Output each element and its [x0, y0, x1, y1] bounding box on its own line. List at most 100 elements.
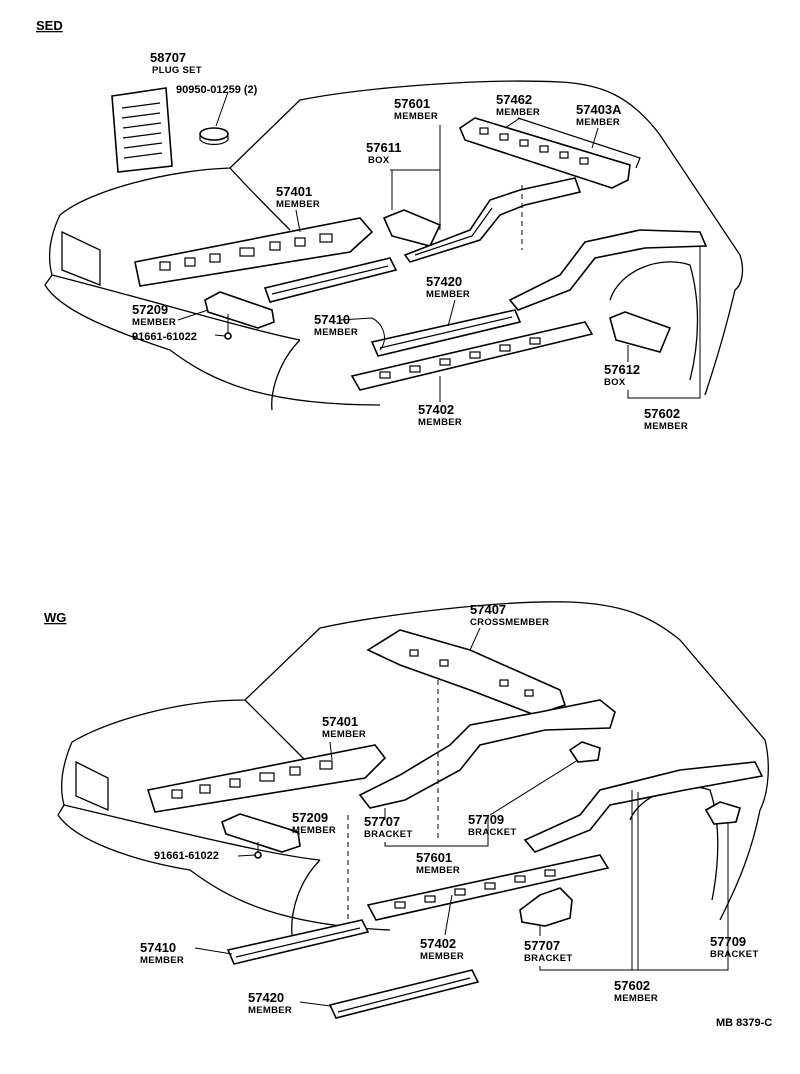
- sed-label-90950: 90950-01259 (2): [176, 84, 258, 96]
- sed-label-57602: 57602 MEMBER: [644, 406, 688, 432]
- part-name: BOX: [368, 155, 390, 166]
- part-name: MEMBER: [276, 199, 320, 210]
- sed-member-57601-shape: [403, 177, 582, 263]
- part-number: 57407: [470, 602, 506, 617]
- wg-label-57709-upper: 57709 BRACKET: [468, 812, 517, 838]
- part-number: 57420: [248, 990, 284, 1005]
- part-number: 57401: [322, 714, 358, 729]
- part-name: PLUG SET: [152, 65, 202, 76]
- wg-label-57707-lower: 57707 BRACKET: [524, 938, 573, 964]
- wg-label-57407: 57407 CROSSMEMBER: [470, 602, 549, 628]
- sed-label-57402: 57402 MEMBER: [418, 402, 462, 428]
- reference-code: MB 8379-C: [716, 1017, 772, 1029]
- sed-label-57601: 57601 MEMBER: [394, 96, 438, 122]
- wg-label-57709-lower: 57709 BRACKET: [710, 934, 759, 960]
- wg-bracket-57709-lower-shape: [704, 801, 741, 825]
- wg-label-57401: 57401 MEMBER: [322, 714, 366, 740]
- sed-member-57403a-shape: [517, 117, 641, 169]
- wg-member-57401-shape: [146, 744, 387, 813]
- part-number: 57410: [314, 312, 350, 327]
- wg-member-57602-shape: [523, 761, 764, 853]
- part-name: MEMBER: [426, 289, 470, 300]
- sed-member-57602-shape: [508, 229, 708, 311]
- part-name: MEMBER: [248, 1005, 292, 1016]
- sed-label-57462: 57462 MEMBER: [496, 92, 540, 118]
- part-name: MEMBER: [418, 417, 462, 428]
- wg-crossmember-57407-shape: [366, 629, 567, 716]
- sed-box-57612-shape: [609, 311, 672, 353]
- sed-label-57420: 57420 MEMBER: [426, 274, 470, 300]
- sed-member-57401-shape: [134, 217, 374, 287]
- wg-member-57601-shape: [358, 699, 616, 809]
- wg-member-57402-shape: [366, 854, 610, 921]
- part-name: MEMBER: [314, 327, 358, 338]
- part-number: 57410: [140, 940, 176, 955]
- part-name: BRACKET: [710, 949, 759, 960]
- part-number: 57462: [496, 92, 532, 107]
- wg-section-title: WG: [44, 610, 66, 625]
- part-name: BRACKET: [364, 829, 413, 840]
- part-number: 57402: [418, 402, 454, 417]
- wg-label-57707-upper: 57707 BRACKET: [364, 814, 413, 840]
- wg-label-57209: 57209 MEMBER: [292, 810, 336, 836]
- part-number: 57601: [416, 850, 452, 865]
- sed-member-57209-shape: [204, 291, 275, 340]
- sed-car-outline: [44, 80, 744, 411]
- sed-label-91661: 91661-61022: [132, 331, 197, 343]
- wg-bracket-57709-upper-shape: [568, 741, 601, 763]
- part-name: MEMBER: [140, 955, 184, 966]
- part-name: BRACKET: [524, 953, 573, 964]
- part-number: 57601: [394, 96, 430, 111]
- wg-label-57420: 57420 MEMBER: [248, 990, 292, 1016]
- sed-section-title: SED: [36, 18, 63, 33]
- part-number: 57402: [420, 936, 456, 951]
- plug-set-card: [111, 87, 173, 173]
- wg-bracket-57707-lower-shape: [519, 887, 573, 927]
- part-number: 57707: [524, 938, 560, 953]
- part-number: 57401: [276, 184, 312, 199]
- part-name: MEMBER: [292, 825, 336, 836]
- wg-label-91661: 91661-61022: [154, 850, 219, 862]
- sed-member-57462-shape: [459, 117, 631, 189]
- sed-section: SED: [36, 18, 744, 432]
- part-name: MEMBER: [614, 993, 658, 1004]
- sed-label-58707: 58707 PLUG SET: [150, 50, 202, 76]
- part-name: MEMBER: [322, 729, 366, 740]
- part-name: MEMBER: [420, 951, 464, 962]
- part-name: MEMBER: [132, 317, 176, 328]
- part-number: 57709: [468, 812, 504, 827]
- sed-label-57403a: 57403A MEMBER: [576, 102, 622, 128]
- sed-label-57209: 57209 MEMBER: [132, 302, 176, 328]
- wg-member-57420-shape: [328, 969, 480, 1019]
- part-name: MEMBER: [394, 111, 438, 122]
- sed-label-57410: 57410 MEMBER: [314, 312, 358, 338]
- wg-label-57410: 57410 MEMBER: [140, 940, 184, 966]
- sed-label-57612: 57612 BOX: [604, 362, 640, 388]
- wg-member-57209-shape: [221, 813, 301, 859]
- part-number: 57403A: [576, 102, 622, 117]
- part-name: MEMBER: [496, 107, 540, 118]
- part-name: MEMBER: [576, 117, 620, 128]
- sed-leader-lines: [177, 91, 701, 402]
- part-name: BOX: [604, 377, 626, 388]
- wg-section: WG: [44, 601, 769, 1019]
- part-name: BRACKET: [468, 827, 517, 838]
- sed-label-57401: 57401 MEMBER: [276, 184, 320, 210]
- part-number: 57209: [132, 302, 168, 317]
- sed-member-57420-shape: [370, 309, 522, 357]
- part-number: 57602: [644, 406, 680, 421]
- part-number: 57209: [292, 810, 328, 825]
- part-number: 57611: [366, 140, 401, 155]
- part-number: 57612: [604, 362, 640, 377]
- wg-label-57601: 57601 MEMBER: [416, 850, 460, 876]
- part-name: MEMBER: [644, 421, 688, 432]
- part-number: 57602: [614, 978, 650, 993]
- sed-label-57611: 57611 BOX: [366, 140, 401, 166]
- part-number: 57709: [710, 934, 746, 949]
- plug-icon: [199, 127, 229, 146]
- sed-box-57611-shape: [382, 209, 442, 247]
- part-name: MEMBER: [416, 865, 460, 876]
- part-number: 57420: [426, 274, 462, 289]
- part-number: 58707: [150, 50, 186, 65]
